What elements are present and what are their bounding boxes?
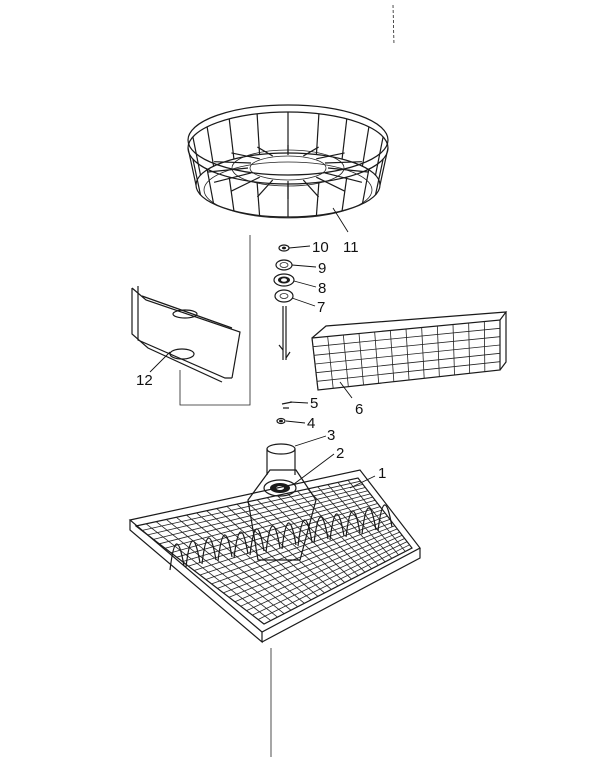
part-7-spacer: [274, 289, 294, 360]
callout-5: 5: [310, 395, 318, 412]
scan-line-top: [392, 4, 395, 46]
part-9-washer: [275, 259, 293, 271]
callout-4: 4: [307, 415, 315, 432]
part-5-clip: [281, 401, 293, 409]
part-4-nut: [276, 417, 286, 425]
callout-labels: 1 2 3 4 5 6 7 8 9 10 11 12: [136, 239, 386, 482]
callout-7: 7: [317, 299, 325, 316]
part-11-rotating-rack: [187, 104, 389, 219]
leader-lines: [149, 207, 376, 489]
callout-9: 9: [318, 260, 326, 277]
callout-2: 2: [336, 445, 344, 462]
part-6-silverware-basket: [311, 311, 508, 391]
callout-8: 8: [318, 280, 326, 297]
callout-10: 10: [312, 239, 329, 256]
part-1-lower-rack: [128, 469, 421, 644]
callout-1: 1: [378, 465, 386, 482]
part-10-hub-cap: [278, 244, 290, 252]
part-3-support-collar: [266, 443, 296, 475]
callout-11: 11: [343, 239, 359, 256]
callout-6: 6: [355, 401, 363, 418]
part-8-bearing-ring: [273, 273, 295, 287]
part-12-wire-shelf: [131, 235, 251, 406]
callout-12: 12: [136, 372, 153, 389]
callout-3: 3: [327, 427, 335, 444]
